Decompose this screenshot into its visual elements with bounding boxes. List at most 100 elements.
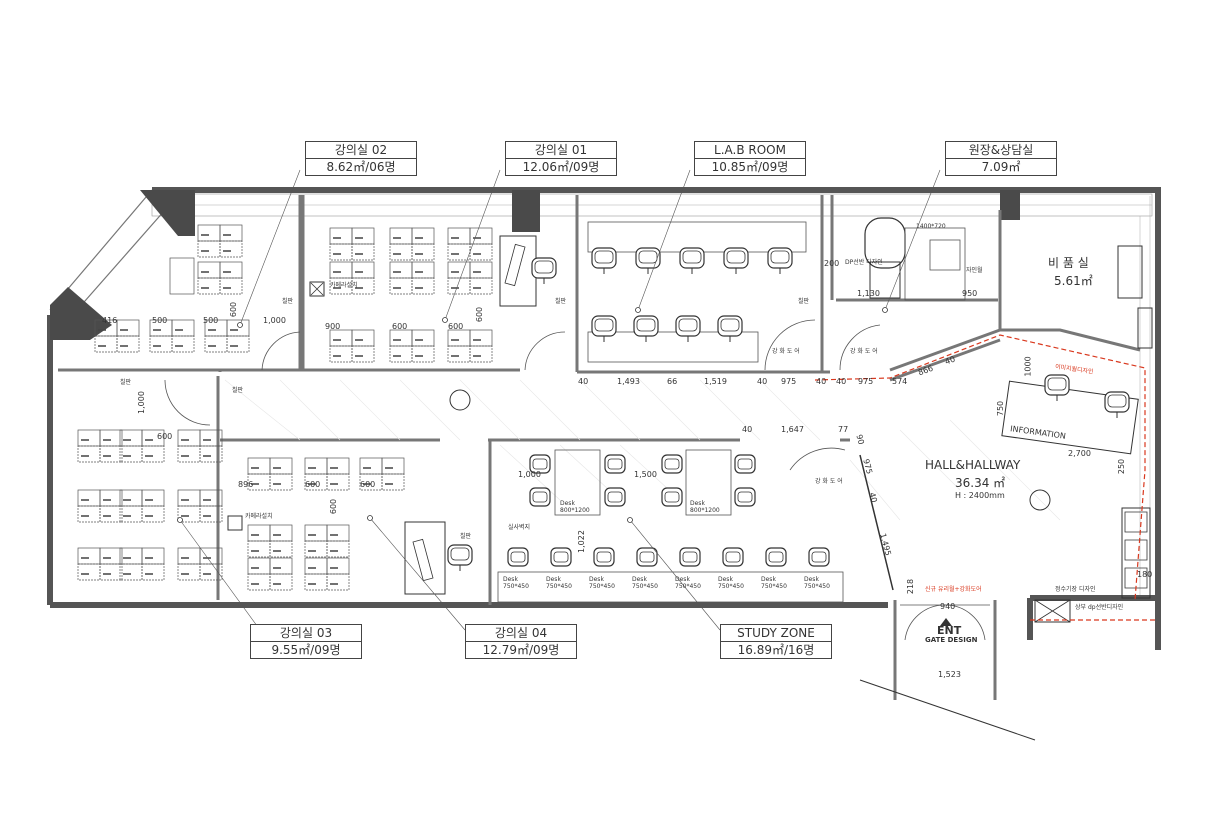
doors [164,319,990,641]
desk-size: 750*450 [718,583,744,590]
room-name: STUDY ZONE [721,625,831,642]
hall-name: HALL&HALLWAY [925,458,1021,472]
desk-size: 750*450 [546,583,572,590]
dimension: 40 [578,377,589,386]
dimension: 975 [858,377,874,386]
desk-label: Desk [503,576,518,583]
dimension: 1000 [1023,356,1033,377]
entrance-title: ENT [937,624,962,637]
lecture-01-furniture [309,227,557,363]
dimension: 600 [360,480,376,489]
desk-label: Desk [632,576,647,583]
dimension: 500 [152,316,168,325]
room-info: 12.06㎡/09명 [522,160,600,174]
dimension: 1,519 [704,377,727,386]
desk-label: Desk [675,576,690,583]
dimension: 750 [996,400,1006,417]
dimension: 1,130 [857,289,880,298]
label-lab: L.A.B ROOM 10.85㎡/09명 [694,141,806,176]
label-lecture-03: 강의실 03 9.55㎡/09명 [250,624,362,659]
leader-dots [177,307,888,523]
camera-note: 카메라설치 [245,513,273,520]
glass-door-note: 강 화 도 어 [815,478,843,485]
glass-door-note: 강 화 도 어 [850,348,878,355]
hall-furniture [449,374,1151,623]
room-info: 7.09㎡ [981,160,1021,174]
storage-name: 비 품 실 [1048,256,1089,270]
board-note: 칠판 [460,533,472,540]
desk-size: 750*450 [589,583,615,590]
dimension: 40 [836,377,847,386]
hall-height: H : 2400mm [955,491,1005,500]
desk-size: 750*450 [675,583,701,590]
desk-size: 750*450 [503,583,529,590]
dimension: 500 [203,316,219,325]
glass-door-note: 강 화 도 어 [772,348,800,355]
desk-label: Desk [804,576,819,583]
dimension: 600 [157,432,173,441]
dimension: 2,700 [1068,449,1091,458]
column [1000,190,1020,220]
dimension: 180 [1137,570,1153,579]
desk-size: 750*450 [761,583,787,590]
dimension: 600 [229,301,239,318]
upper-dp-note: 상부 dp선반디자인 [1075,604,1124,611]
desk-size: 800*1200 [560,507,590,514]
lecture-02-furniture [94,224,250,353]
dp-shelf-note: DP선반 디자인 [845,259,883,266]
dimension: 1,000 [136,391,146,414]
dimension: 600 [305,480,321,489]
dimension: 40 [816,377,827,386]
label-lecture-01: 강의실 01 12.06㎡/09명 [505,141,617,176]
room-info: 8.62㎡/06명 [326,160,396,174]
dimension: 218 [906,578,916,595]
new-glass-note: 신규 유리월+강화도어 [925,586,982,593]
desk-label: Desk [690,500,705,507]
dimension: 1,647 [781,425,804,434]
desk-size: 800*1200 [690,507,720,514]
room-info: 16.89㎡/16명 [737,643,815,657]
room-name: 강의실 01 [506,142,616,159]
room-name: L.A.B ROOM [695,142,805,159]
desk-label: Desk [589,576,604,583]
storage-area: 5.61㎡ [1054,274,1093,288]
dimension: 975 [781,377,797,386]
dimension: 600 [448,322,464,331]
room-name: 강의실 04 [466,625,576,642]
board-note: 칠판 [555,298,567,305]
dimension: 600 [329,498,339,515]
label-director: 원장&상담실 7.09㎡ [945,141,1057,176]
room-info: 9.55㎡/09명 [271,643,341,657]
label-lecture-02: 강의실 02 8.62㎡/06명 [305,141,417,176]
room-info: 10.85㎡/09명 [711,160,789,174]
dimension: 77 [838,425,849,434]
label-study-zone: STUDY ZONE 16.89㎡/16명 [720,624,832,659]
column [50,287,112,340]
label-lecture-04: 강의실 04 12.79㎡/09명 [465,624,577,659]
board-note: 칠판 [282,298,294,305]
study-zone-furniture [497,449,844,603]
practice-wall-note: 실사벽지 [508,524,531,531]
water-purifier-note: 정수기장 디자인 [1055,586,1096,593]
board-note: 칠판 [798,298,810,305]
column [140,190,195,236]
design-walls [814,334,1155,621]
desk-size: 750*450 [632,583,658,590]
dimension: 950 [962,289,978,298]
camera-note: 카메라설치 [330,282,358,289]
dimension: 896 [238,480,254,489]
entrance-arrow-icon [940,618,952,626]
dimension: 66 [667,377,678,386]
lecture-03-furniture [77,429,223,581]
hall-area: 36.34 ㎡ [955,476,1006,490]
dimension: 1,500 [634,470,657,479]
desk-size: 750*450 [804,583,830,590]
dimension: 1,000 [263,316,286,325]
entrance-sub: GATE DESIGN [925,636,978,644]
dimension: 1,022 [576,530,586,553]
desk-label: Desk [718,576,733,583]
desk-label: Desk [560,500,575,507]
dimension: 600 [392,322,408,331]
room-name: 강의실 03 [251,625,361,642]
